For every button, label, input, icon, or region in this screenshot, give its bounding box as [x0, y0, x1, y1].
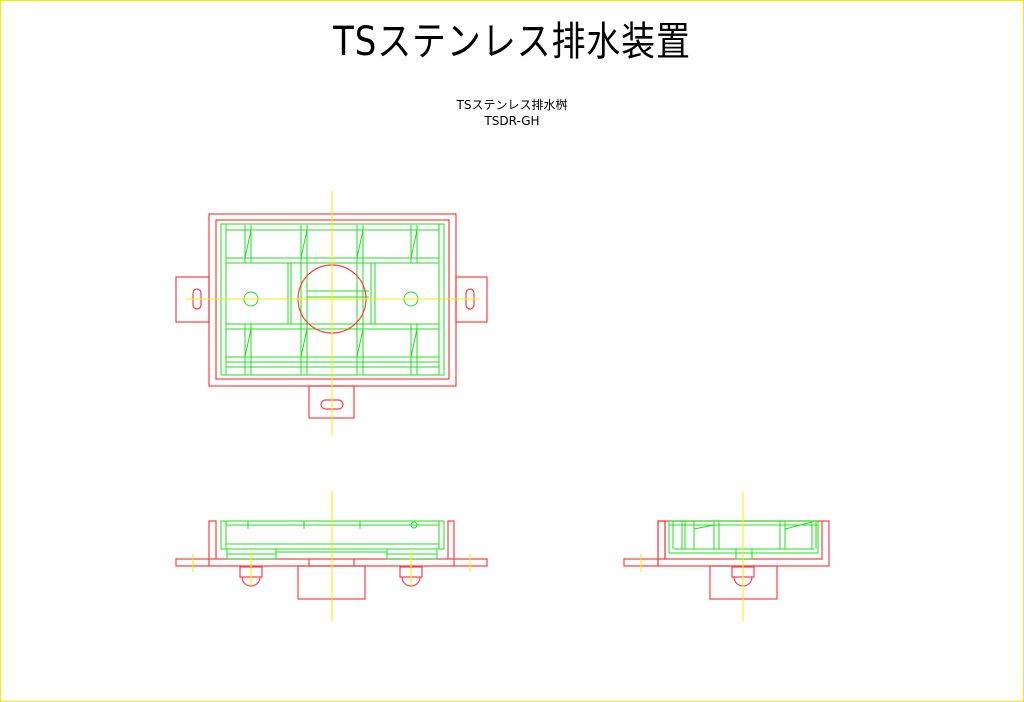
model-number: TSDR-GH — [484, 114, 540, 128]
side-view — [623, 491, 830, 621]
drawing-caption: TSステンレス排水桝 TSDR-GH — [1, 97, 1023, 129]
front-view — [175, 491, 488, 621]
sheet-title: TSステンレス排水装置 — [333, 19, 691, 65]
product-name: TSステンレス排水桝 — [456, 98, 568, 112]
plan-view — [175, 191, 488, 436]
